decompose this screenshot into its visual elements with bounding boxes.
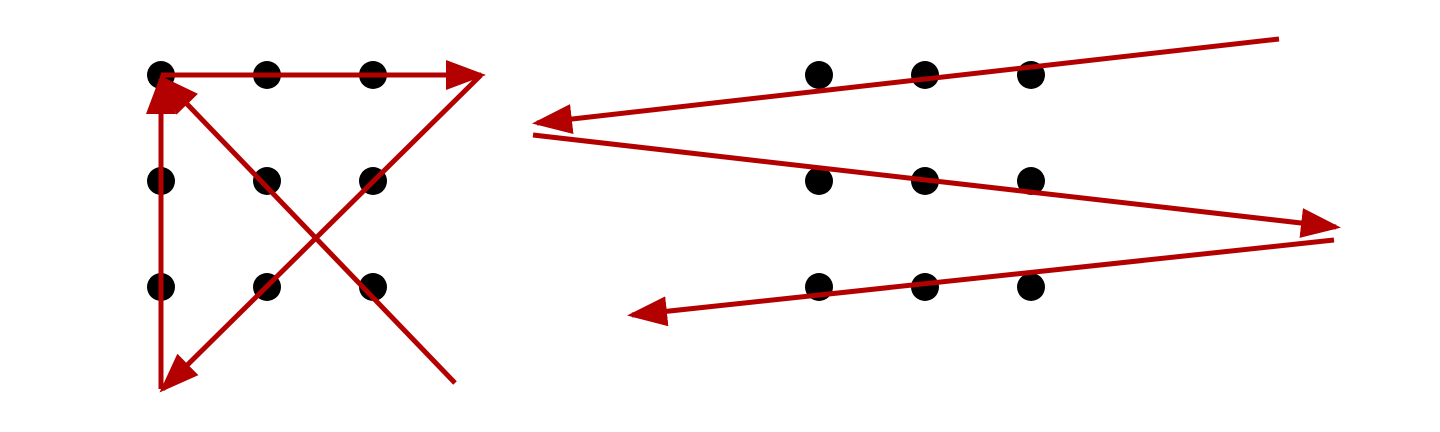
arrow-line-1 — [532, 36, 1280, 134]
arrow-line-4 — [159, 75, 457, 385]
dot-r3-c2 — [911, 273, 939, 301]
dot-r3-c3 — [359, 273, 387, 301]
arrow-line-3 — [627, 237, 1335, 327]
dot-r1-c2 — [911, 61, 939, 89]
dot-r2-c2 — [253, 167, 281, 195]
panel-four-line-solution — [146, 60, 486, 393]
arrow-line-2 — [532, 132, 1341, 238]
dot-r3-c3 — [1017, 273, 1045, 301]
dot-r1-c1 — [805, 61, 833, 89]
dot-r2-c1 — [805, 167, 833, 195]
dot-r2-c3 — [1017, 167, 1045, 195]
arrow-line-2 — [159, 73, 483, 393]
panel-three-line-solution — [532, 36, 1341, 327]
